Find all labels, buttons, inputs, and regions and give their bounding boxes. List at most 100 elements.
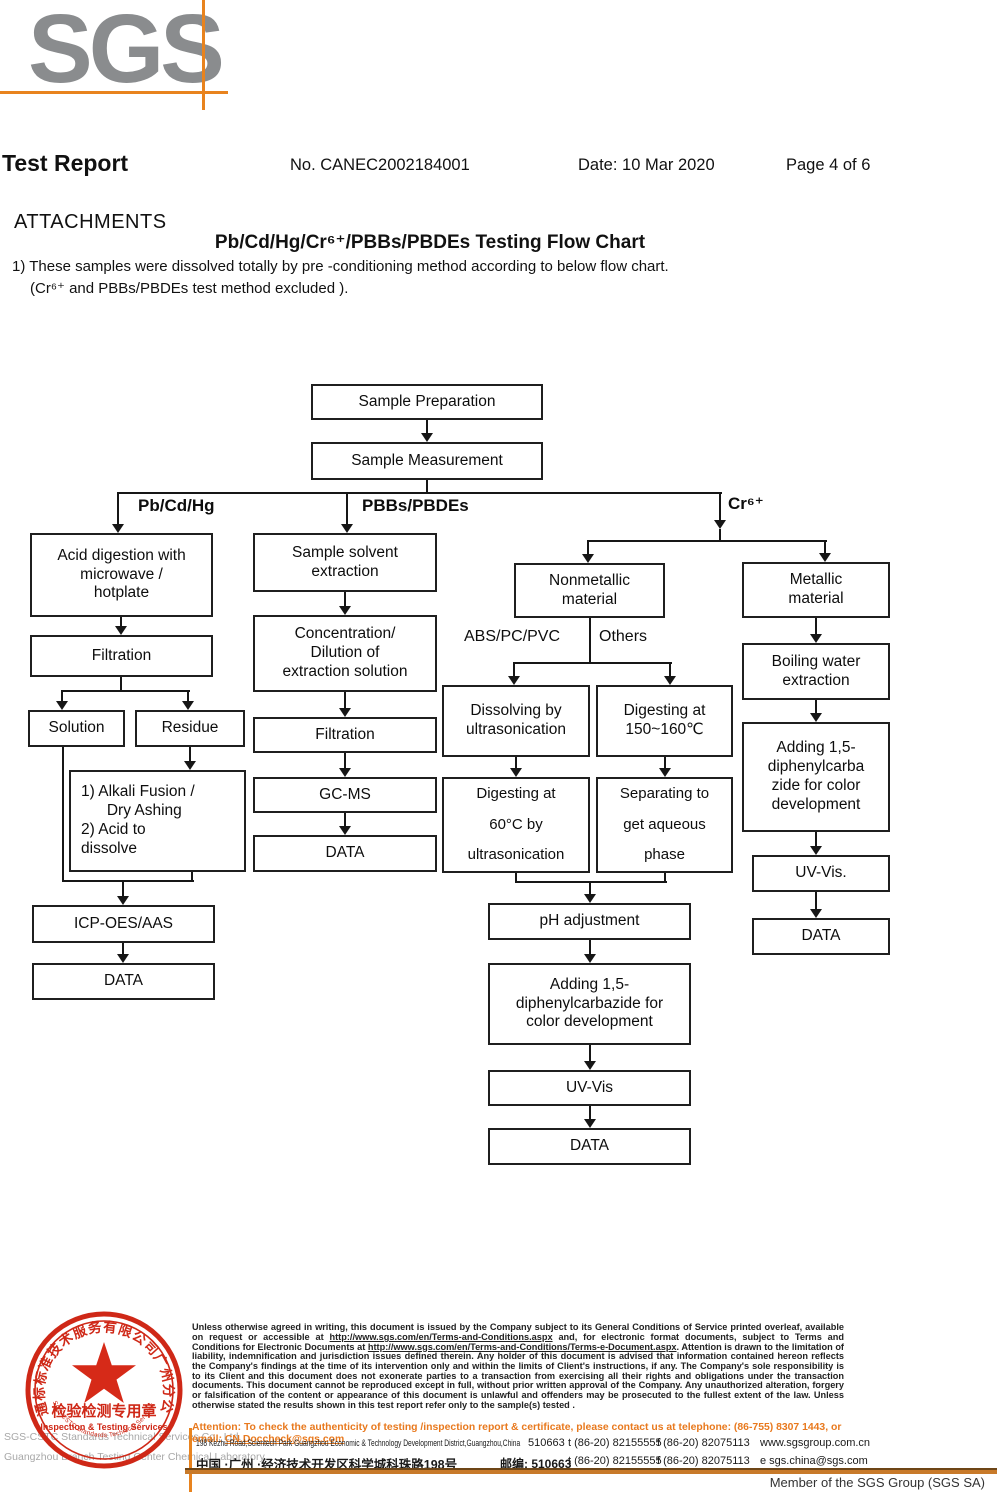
flow-box-adding-m: Adding 1,5- diphenylcarbazide for color … [488,963,691,1045]
flow-box-icp: ICP-OES/AAS [32,905,215,943]
flow-arrowhead-icon [112,524,124,533]
flow-box-data-r: DATA [752,918,890,955]
link-text[interactable]: http://www.sgs.com/en/Terms-and-Conditio… [329,1331,553,1342]
flow-arrowhead-icon [810,846,822,855]
flow-box-label: DATA [569,1137,610,1155]
flow-arrow-stem [589,1045,591,1061]
flow-box-label: Dissolving by ultrasonication [466,702,566,738]
flow-box-label: DATA [103,972,144,990]
flow-arrow-stem [344,692,346,708]
flow-arrowhead-icon [584,894,596,903]
flow-arrow-stem [815,618,817,634]
flow-connector-line [588,540,827,542]
flow-box-nonmet: Nonmetallic material [514,563,665,618]
flow-arrow-stem [587,540,589,554]
flow-box-label: DATA [801,927,841,945]
flow-box-residue: Residue [135,710,245,747]
flow-arrow-stem [122,881,124,896]
telephone-cn: t (86-20) 82155555 [568,1455,662,1467]
flow-connector-line [664,873,666,883]
body-text: . Attention is drawn to the limitation o… [192,1341,844,1410]
flow-arrowhead-icon [421,433,433,442]
flow-box-data-m: DATA [253,835,437,872]
flow-arrowhead-icon [810,634,822,643]
flow-branch-label-others: Others [599,628,648,645]
flow-box-digest60: Digesting at 60°C by ultrasonication [442,777,590,873]
flow-arrowhead-icon [664,676,676,685]
email-sgs-china: e sgs.china@sgs.com [760,1455,868,1467]
stamp-center-cn: 检验检测专用章 [51,1402,156,1420]
flow-branch-label-pbbs: PBBs/PBDEs [362,496,469,515]
company-name-line: SGS-CSTC Standards Technical Services Co… [4,1431,242,1443]
flow-box-alkali: 1) Alkali Fusion / Dry Ashing 2) Acid to… [69,770,246,872]
flow-arrowhead-icon [819,553,831,562]
flow-box-boiling: Boiling water extraction [742,643,890,700]
flow-arrow-stem [120,617,122,626]
report-date: Date: 10 Mar 2020 [578,156,715,174]
flow-box-dissolving: Dissolving by ultrasonication [442,685,590,757]
flow-box-label: 1) Alkali Fusion / Dry Ashing 2) Acid to… [81,783,195,857]
flow-box-label: UV-Vis [565,1078,614,1096]
sgs-group-member-line: Member of the SGS Group (SGS SA) [769,1475,985,1490]
stamp-center-en: Inspection & Testing Services [40,1422,167,1432]
flow-arrow-stem [815,832,817,846]
footer-rule [185,1468,997,1474]
postal-code-cn: 邮编: 510663 [500,1457,572,1471]
flow-arrow-stem [426,420,428,433]
flow-box-separating: Separating to get aqueous phase [596,777,733,873]
flow-box-filt-m: Filtration [253,717,437,753]
flow-connector-line [515,881,667,883]
flow-connector-line [589,618,591,662]
flow-box-solution: Solution [28,710,125,747]
flow-box-label: Digesting at 60°C by ultrasonication [467,784,565,864]
flow-box-uvvis-r: UV-Vis. [752,855,890,892]
flow-box-label: Solution [48,719,105,737]
flow-box-label: UV-Vis. [795,864,847,882]
flow-arrowhead-icon [339,826,351,835]
flow-box-label: DATA [325,844,365,862]
flow-arrowhead-icon [339,606,351,615]
flow-arrowhead-icon [184,761,196,770]
flow-box-label: Residue [161,719,219,737]
flow-arrow-stem [122,943,124,954]
flow-arrow-stem [513,662,515,676]
flow-box-label: GC-MS [319,785,371,803]
legal-conditions-text: Unless otherwise agreed in writing, this… [192,1322,844,1410]
flow-connector-line [62,690,190,692]
flow-box-label: ICP-OES/AAS [73,914,174,932]
flow-arrow-stem [344,592,346,606]
flow-arrowhead-icon [810,909,822,918]
postal-code: 510663 [528,1437,565,1449]
flow-box-uvvis-m: UV-Vis [488,1070,691,1106]
body-text: Attention: To check the authenticity of … [192,1422,842,1445]
flow-box-data-l: DATA [32,963,215,1000]
link-text[interactable]: http://www.sgs.com/en/Terms-and-Conditio… [367,1341,677,1352]
flow-box-solvent: Sample solvent extraction [253,533,437,592]
flow-box-data-m2: DATA [488,1128,691,1165]
website: www.sgsgroup.com.cn [760,1437,871,1449]
flow-arrowhead-icon [341,524,353,533]
flow-connector-line [62,880,194,882]
flow-connector-line [120,677,122,690]
flow-arrow-stem [589,1106,591,1119]
flow-arrowhead-icon [117,954,129,963]
flow-arrowhead-icon [659,768,671,777]
logo-orange-horizontal-line [0,91,228,94]
flow-arrowhead-icon [714,520,726,529]
flow-arrowhead-icon [584,954,596,963]
flow-box-acid: Acid digestion with microwave / hotplate [30,533,213,617]
flow-arrow-stem [189,747,191,761]
flow-arrowhead-icon [510,768,522,777]
flow-arrow-stem [669,662,671,676]
flow-box-label: Adding 1,5- diphenylcarba zide for color… [767,739,865,813]
flow-box-digest150: Digesting at 150~160℃ [596,685,733,757]
flow-box-label: Sample Preparation [358,392,496,410]
flow-arrow-stem [344,753,346,768]
link-text[interactable]: CN.Doccheck@sgs.com [224,1433,345,1445]
sgs-logo: SGS [28,0,225,103]
flow-arrowhead-icon [508,676,520,685]
flow-connector-line [62,747,64,882]
page-indicator: Page 4 of 6 [786,156,871,174]
flow-box-label: Filtration [91,646,152,664]
flow-arrowhead-icon [56,701,68,710]
